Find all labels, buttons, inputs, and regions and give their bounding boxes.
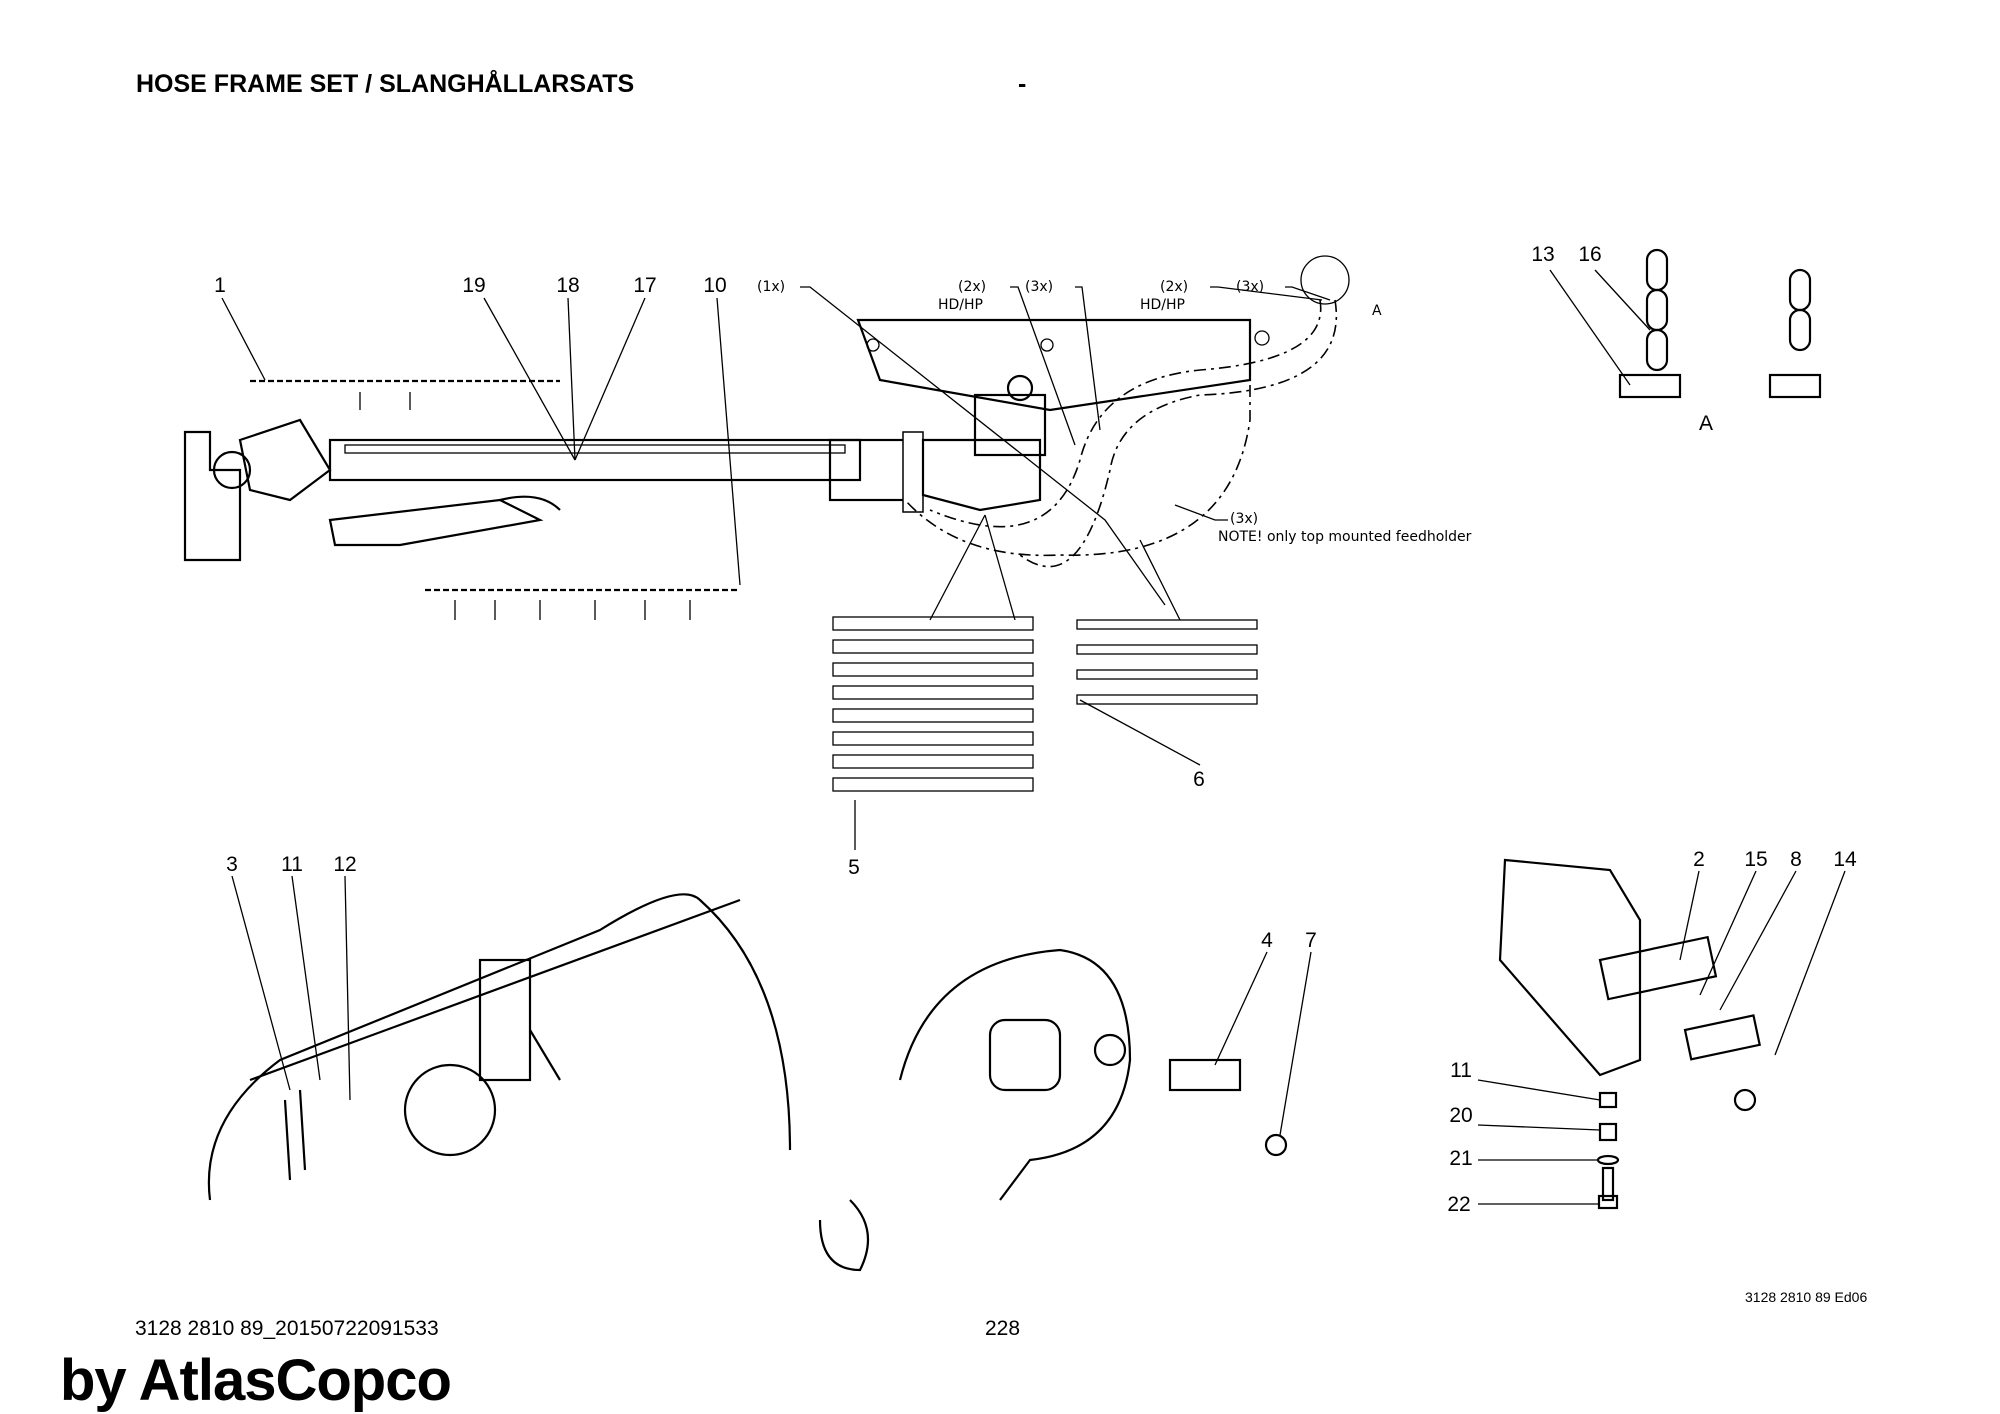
callout-20: 20	[1449, 1104, 1473, 1127]
hose-guards-5	[832, 616, 1034, 792]
callout-1: 1	[214, 274, 226, 297]
file-id: 3128 2810 89_20150722091533	[135, 1317, 439, 1340]
callout-11-right: 11	[1450, 1059, 1472, 1082]
chain-top	[250, 379, 560, 410]
hose-guards-6	[1076, 619, 1258, 705]
note-text: NOTE! only top mounted feedholder	[1218, 529, 1472, 545]
boom-assembly	[183, 318, 1270, 562]
callout-14: 14	[1833, 848, 1857, 871]
qty-2x-a: (2x)	[958, 279, 987, 295]
callout-16: 16	[1578, 243, 1602, 266]
callout-13: 13	[1531, 243, 1555, 266]
callout-3: 3	[226, 853, 238, 876]
qty-1x: (1x)	[757, 279, 786, 295]
brand-watermark: by AtlasCopco	[60, 1348, 452, 1413]
callout-7: 7	[1305, 929, 1317, 952]
detail-a-ref: A	[1372, 303, 1382, 319]
detail-bottom-mid	[898, 948, 1288, 1201]
callout-11-left: 11	[281, 853, 303, 876]
doc-reference: 3128 2810 89 Ed06	[1745, 1289, 1868, 1305]
hdhp-b: HD/HP	[1140, 297, 1185, 313]
callout-18: 18	[556, 274, 580, 297]
callout-2: 2	[1693, 848, 1705, 871]
detail-a-chain	[1618, 248, 1822, 399]
callout-10: 10	[703, 274, 727, 297]
qty-3x-a: (3x)	[1025, 279, 1054, 295]
note-qty: (3x)	[1230, 511, 1259, 527]
detail-bottom-right	[1498, 858, 1762, 1210]
callout-12: 12	[333, 853, 357, 876]
title-dash: -	[1018, 70, 1027, 98]
page-title: HOSE FRAME SET / SLANGHÅLLARSATS	[136, 70, 635, 98]
callout-21: 21	[1449, 1147, 1473, 1170]
detail-a-label: A	[1698, 412, 1714, 435]
callout-4: 4	[1261, 929, 1273, 952]
detail-bottom-left	[207, 893, 870, 1272]
callout-8: 8	[1790, 848, 1802, 871]
callout-6: 6	[1193, 768, 1205, 791]
callout-17: 17	[633, 274, 657, 297]
callout-5: 5	[848, 856, 860, 879]
callout-19: 19	[462, 274, 486, 297]
callout-15: 15	[1744, 848, 1768, 871]
hdhp-a: HD/HP	[938, 297, 983, 313]
leader-lines	[221, 286, 1331, 766]
page-number: 228	[985, 1317, 1021, 1340]
chain-bottom	[425, 588, 740, 620]
qty-2x-b: (2x)	[1160, 279, 1189, 295]
qty-3x-b: (3x)	[1236, 279, 1265, 295]
callout-22: 22	[1447, 1193, 1471, 1216]
